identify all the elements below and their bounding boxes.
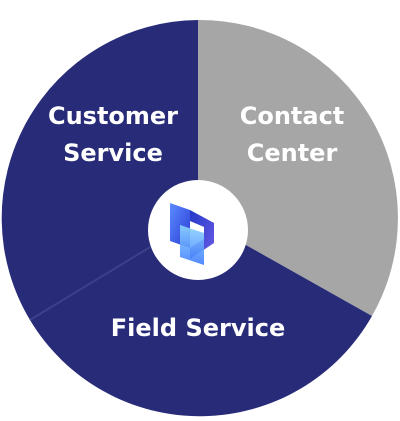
segment-customer-service: [1, 20, 198, 320]
customer-service-label-line1: Customer: [48, 102, 178, 130]
field-service-label: Field Service: [111, 314, 285, 342]
dynamics-365-logo-icon: [170, 203, 214, 265]
contact-center-label-line2: Center: [247, 139, 338, 167]
contact-center-label-line1: Contact: [240, 102, 345, 130]
segment-contact-center: [198, 19, 398, 317]
customer-service-label-line2: Service: [63, 139, 163, 167]
segment-field-service: [30, 218, 372, 417]
center-circle: [148, 180, 248, 280]
